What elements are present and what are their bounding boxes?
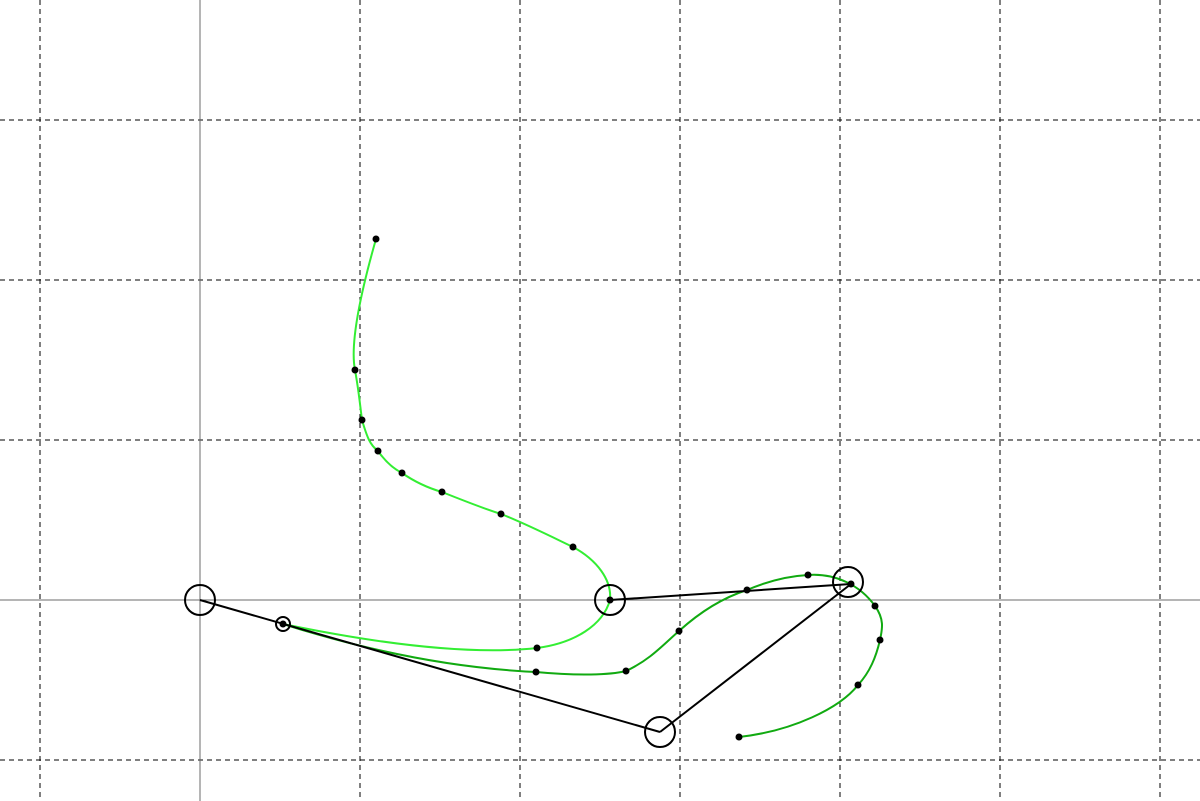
curve-point	[532, 668, 540, 676]
linkage-joints	[184, 566, 864, 748]
ground-pivot-right	[594, 584, 626, 616]
ground-pivot-left	[184, 584, 216, 616]
curve-point	[533, 644, 541, 652]
curve-point	[372, 235, 380, 243]
curve-point	[847, 580, 855, 588]
coupler-curve-dark	[282, 573, 883, 738]
curve-point	[351, 366, 359, 374]
curve-point	[854, 681, 862, 689]
curve-point	[606, 596, 614, 604]
curve-point	[675, 627, 683, 635]
curve-point	[876, 636, 884, 644]
curve-point	[743, 586, 751, 594]
curve-point	[622, 667, 630, 675]
coupler-joint-upper	[832, 566, 864, 598]
curve-point	[497, 510, 505, 518]
coupler-bar-upper	[609, 583, 852, 601]
coupler-curve-light	[282, 238, 612, 652]
coupler-joint-lower	[644, 716, 676, 748]
crank-bar	[199, 599, 661, 733]
crank-joint	[275, 616, 291, 632]
curve-point	[871, 602, 879, 610]
curve-points	[279, 235, 884, 741]
curve-point	[374, 447, 382, 455]
linkage-bars	[199, 583, 852, 733]
coupler-curves	[282, 238, 883, 738]
curve-point	[358, 416, 366, 424]
curve-point	[398, 469, 406, 477]
curve-point	[279, 620, 287, 628]
coupler-bar-lower	[659, 583, 852, 733]
curve-point	[569, 543, 577, 551]
curve-point	[735, 733, 743, 741]
curve-point	[804, 571, 812, 579]
curve-point	[438, 488, 446, 496]
